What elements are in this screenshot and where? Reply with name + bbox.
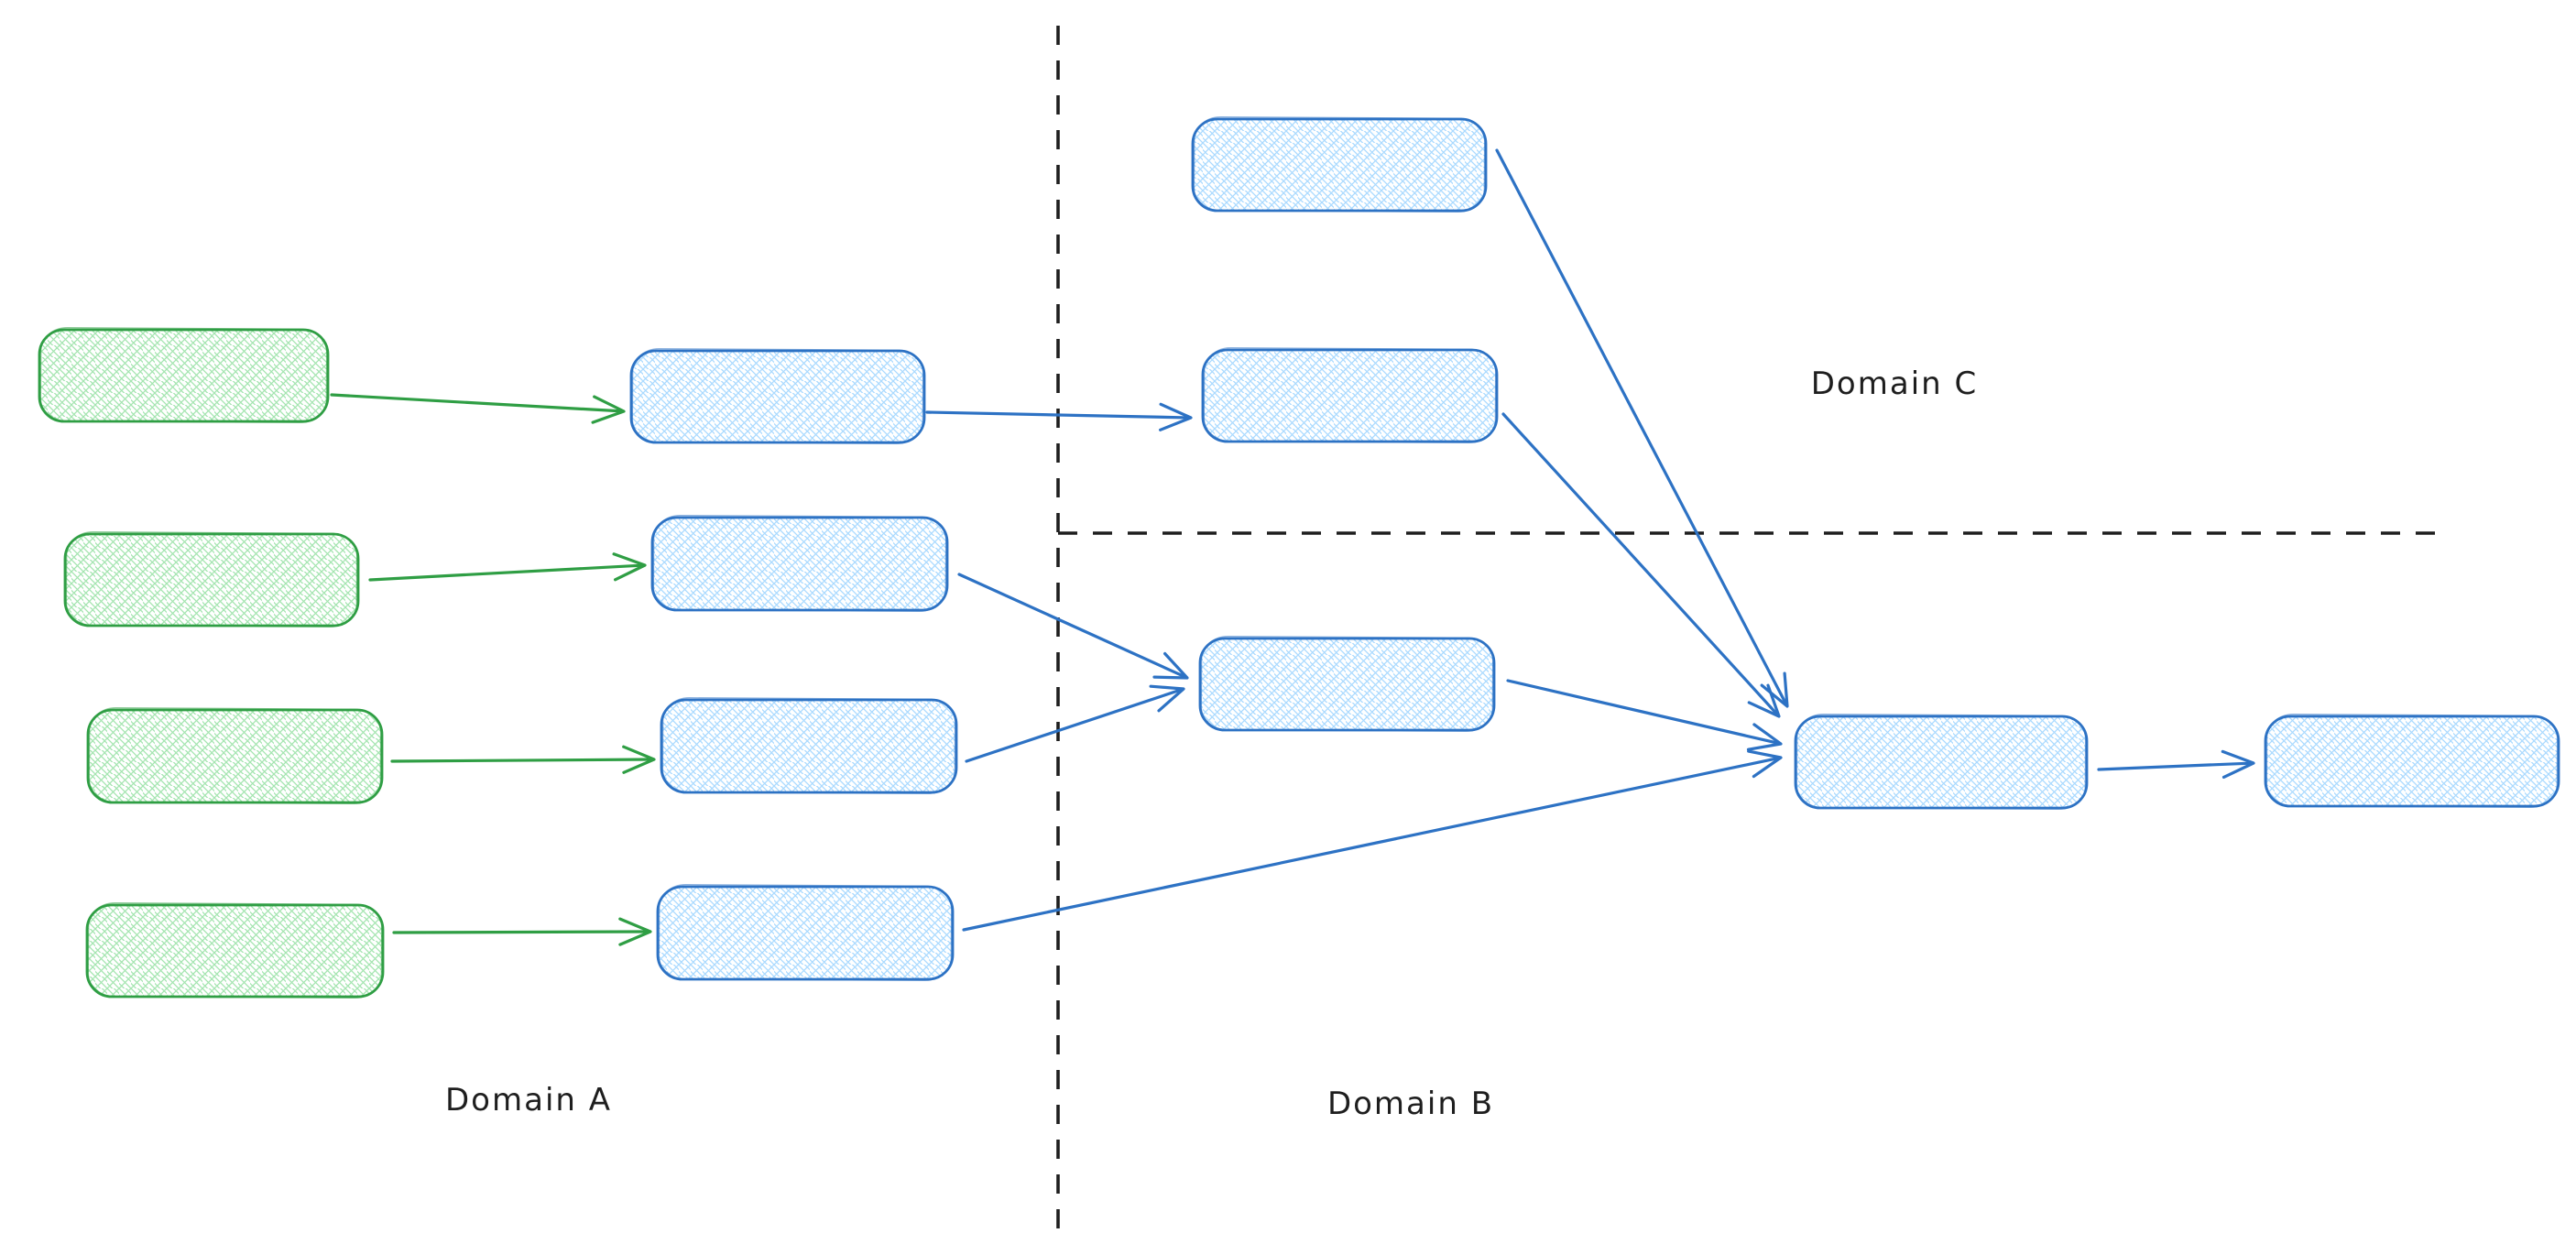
edge-g4-a4 bbox=[392, 917, 652, 946]
node-blue-a2 bbox=[650, 515, 949, 612]
node-green-3 bbox=[86, 707, 384, 804]
edge-a1-c2 bbox=[925, 402, 1193, 431]
nodes-layer bbox=[38, 116, 2560, 999]
edge-g1-a1 bbox=[330, 393, 626, 424]
node-blue-b2 bbox=[1794, 714, 2089, 810]
node-green-2 bbox=[63, 531, 360, 628]
node-green-1 bbox=[38, 327, 330, 423]
node-blue-c2 bbox=[1201, 347, 1499, 443]
edge-b1-b2 bbox=[1506, 679, 1783, 751]
arrows-layer bbox=[330, 148, 2255, 946]
node-green-4 bbox=[85, 902, 385, 999]
edge-g2-a2 bbox=[368, 552, 647, 582]
edge-c2-b2 bbox=[1501, 412, 1781, 718]
node-blue-a3 bbox=[660, 697, 958, 794]
edge-c1-b2 bbox=[1495, 148, 1789, 708]
edge-b2-b3 bbox=[2097, 749, 2255, 779]
node-blue-b3 bbox=[2264, 714, 2560, 808]
domain-a-label: Domain A bbox=[445, 1082, 612, 1119]
edge-g3-a3 bbox=[390, 745, 656, 774]
edge-a4-b2 bbox=[962, 749, 1783, 932]
domain-b-label: Domain B bbox=[1327, 1086, 1494, 1122]
node-blue-a4 bbox=[656, 884, 955, 981]
node-blue-b1 bbox=[1198, 636, 1496, 732]
boundary-lines-layer bbox=[1056, 26, 2446, 1235]
edge-a2-b1 bbox=[957, 573, 1189, 680]
edge-a3-b1 bbox=[965, 684, 1185, 763]
labels-layer: Domain A Domain B Domain C bbox=[445, 366, 1978, 1122]
node-blue-a1 bbox=[629, 348, 926, 444]
node-blue-c1 bbox=[1191, 116, 1488, 213]
domain-c-label: Domain C bbox=[1811, 366, 1978, 402]
